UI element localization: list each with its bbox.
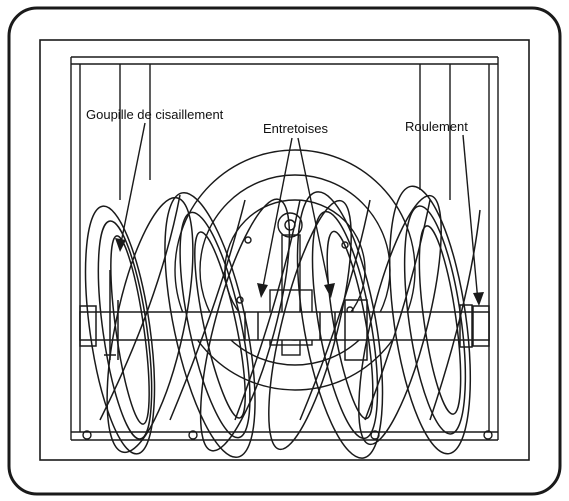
outer-frame — [7, 6, 562, 496]
shear-pin — [104, 270, 116, 356]
label-bearing: Roulement — [405, 119, 468, 134]
inner-border — [39, 39, 530, 461]
auger-housing — [70, 56, 499, 441]
callout-arrowheads — [115, 238, 484, 306]
callout-lines — [119, 122, 479, 303]
label-shear-pin: Goupille de cisaillement — [86, 107, 224, 122]
label-spacers: Entretoises — [263, 121, 329, 136]
auger-flights — [84, 185, 481, 459]
